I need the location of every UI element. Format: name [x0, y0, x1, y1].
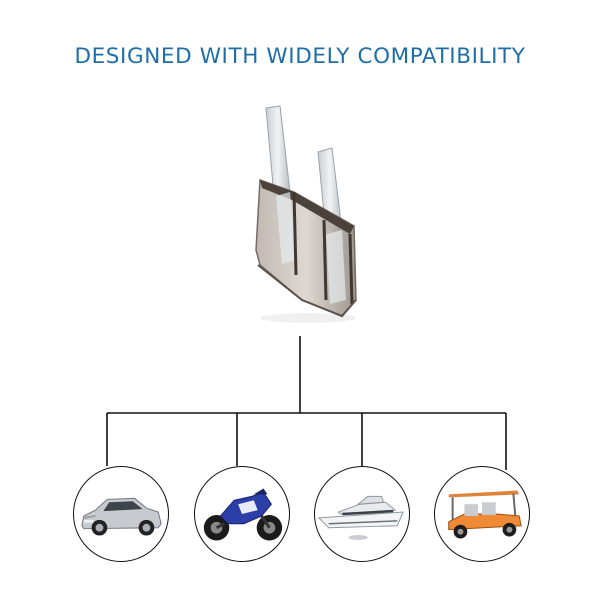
car-icon	[81, 497, 162, 536]
headline: DESIGNED WITH WIDELY COMPATIBILITY	[74, 44, 526, 69]
golf-cart-icon	[448, 490, 522, 539]
motorcycle-icon	[203, 488, 283, 541]
application-circle-motorcycle	[194, 466, 290, 562]
application-circle-yacht	[314, 466, 410, 562]
mini-blade-fuse-icon	[238, 100, 378, 325]
yacht-icon	[317, 495, 404, 540]
application-circle-car	[73, 466, 169, 562]
application-circle-golf-cart	[434, 466, 530, 562]
